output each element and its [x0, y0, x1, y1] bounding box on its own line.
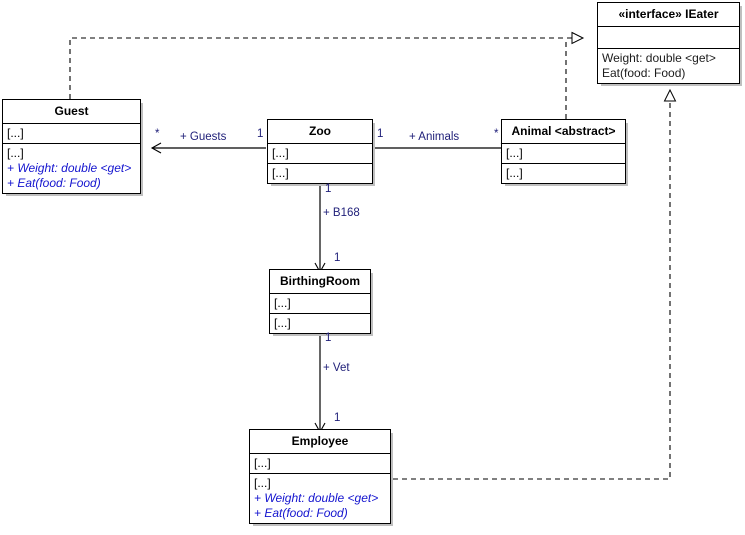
class-member: [...]: [272, 166, 289, 180]
class-member: [...]: [272, 146, 289, 160]
class-attributes-zoo: [...]: [268, 144, 372, 164]
class-title-guest: Guest: [3, 100, 140, 124]
class-attributes-animal: [...]: [502, 144, 625, 164]
class-member: + Weight: double <get>: [7, 161, 132, 175]
multiplicity-zoo-animal-target: *: [494, 128, 499, 140]
class-title-ieater: «interface» IEater: [598, 3, 739, 27]
class-member: [...]: [7, 126, 24, 140]
class-operations-ieater: Weight: double <get> Eat(food: Food): [598, 49, 739, 83]
class-member: + Eat(food: Food): [254, 506, 348, 520]
class-box-guest[interactable]: Guest [...] [...] + Weight: double <get>…: [2, 99, 141, 194]
multiplicity-zoo-guest-source: 1: [257, 128, 264, 140]
class-member: [...]: [274, 296, 291, 310]
class-box-employee[interactable]: Employee [...] [...] + Weight: double <g…: [249, 429, 391, 524]
class-member: + Weight: double <get>: [254, 491, 379, 505]
class-member: + Eat(food: Food): [7, 176, 101, 190]
role-label-zoo-guest: + Guests: [180, 131, 227, 143]
role-label-zoo-animal: + Animals: [409, 131, 460, 143]
class-operations-birthingroom: [...]: [270, 314, 370, 333]
multiplicity-zoo-animal-source: 1: [377, 128, 384, 140]
class-attributes-birthingroom: [...]: [270, 294, 370, 314]
class-title-birthingroom: BirthingRoom: [270, 270, 370, 294]
class-operations-zoo: [...]: [268, 164, 372, 183]
class-attributes-guest: [...]: [3, 124, 140, 144]
realization-guest-ieater: [69, 31, 585, 99]
class-box-animal[interactable]: Animal <abstract> [...] [...]: [501, 119, 626, 184]
class-member: [...]: [7, 146, 24, 160]
class-member: [...]: [506, 166, 523, 180]
role-label-birthingroom-employee: + Vet: [323, 362, 350, 374]
class-box-ieater[interactable]: «interface» IEater Weight: double <get> …: [597, 2, 740, 84]
multiplicity-zoo-guest-target: *: [155, 128, 160, 140]
multiplicity-birthingroom-employee-target: 1: [334, 412, 341, 424]
class-box-birthingroom[interactable]: BirthingRoom [...] [...]: [269, 269, 371, 334]
class-operations-guest: [...] + Weight: double <get> + Eat(food:…: [3, 144, 140, 193]
multiplicity-birthingroom-employee-source: 1: [325, 332, 332, 344]
class-member: [...]: [254, 476, 271, 490]
class-title-zoo: Zoo: [268, 120, 372, 144]
role-label-zoo-birthingroom: + B168: [323, 207, 360, 219]
class-operations-employee: [...] + Weight: double <get> + Eat(food:…: [250, 474, 390, 523]
class-member: Eat(food: Food): [602, 66, 686, 80]
class-member: [...]: [506, 146, 523, 160]
class-box-zoo[interactable]: Zoo [...] [...]: [267, 119, 373, 184]
class-member: [...]: [254, 456, 271, 470]
multiplicity-zoo-birthingroom-source: 1: [325, 183, 332, 195]
class-operations-animal: [...]: [502, 164, 625, 183]
multiplicity-zoo-birthingroom-target: 1: [334, 252, 341, 264]
class-member: Weight: double <get>: [602, 51, 716, 65]
class-attributes-employee: [...]: [250, 454, 390, 474]
class-attributes-ieater: [598, 27, 739, 49]
class-title-employee: Employee: [250, 430, 390, 454]
class-member: [...]: [274, 316, 291, 330]
class-title-animal: Animal <abstract>: [502, 120, 625, 144]
